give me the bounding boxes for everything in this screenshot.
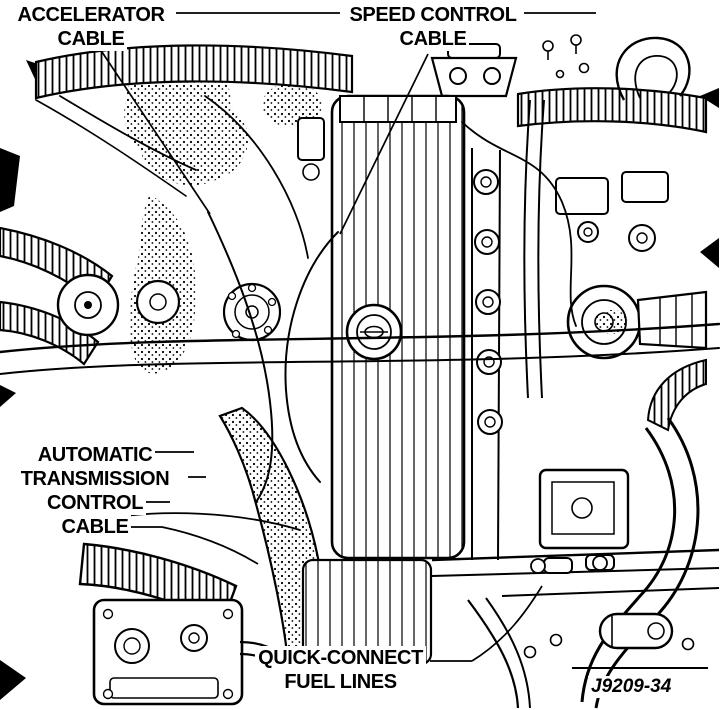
label-line: CABLE [54, 27, 128, 51]
label-line: FUEL LINES [281, 670, 400, 694]
label-line: SPEED CONTROL [346, 3, 520, 27]
lower-right-hoses [431, 417, 720, 709]
label-line: AUTOMATIC [34, 443, 156, 467]
label-accelerator-cable: ACCELERATOR CABLE [6, 3, 176, 51]
label-quick-connect-fuel-lines: QUICK-CONNECT FUEL LINES [243, 646, 438, 694]
starter-cylinder [523, 612, 695, 659]
stipple-shading [124, 55, 322, 374]
right-bracket [538, 468, 630, 550]
top-bracket [430, 43, 518, 98]
leader-lines [101, 12, 708, 669]
label-line: ACCELERATOR [14, 3, 168, 27]
top-bolts [542, 34, 590, 79]
label-line: TRANSMISSION [17, 467, 173, 491]
figure-number: J9209-34 [588, 676, 675, 698]
misc-top-center [297, 117, 325, 181]
label-line: QUICK-CONNECT [255, 646, 426, 670]
top-hoses [34, 44, 708, 134]
label-automatic-transmission-control-cable: AUTOMATIC TRANSMISSION CONTROL CABLE [0, 443, 190, 539]
left-pulleys [56, 273, 181, 337]
distributor [222, 282, 282, 342]
label-line: CABLE [396, 27, 470, 51]
cables [0, 95, 720, 531]
label-speed-control-cable: SPEED CONTROL CABLE [338, 3, 528, 51]
label-line: CABLE [58, 515, 132, 539]
throttle-body-detail [581, 290, 708, 432]
oil-filler-cap [345, 303, 403, 361]
bottom-left-compressor [78, 542, 304, 706]
injector-rail [471, 148, 503, 561]
fuel-line-connectors [530, 554, 615, 574]
label-line: CONTROL [43, 491, 147, 515]
hook-tube [615, 36, 691, 101]
